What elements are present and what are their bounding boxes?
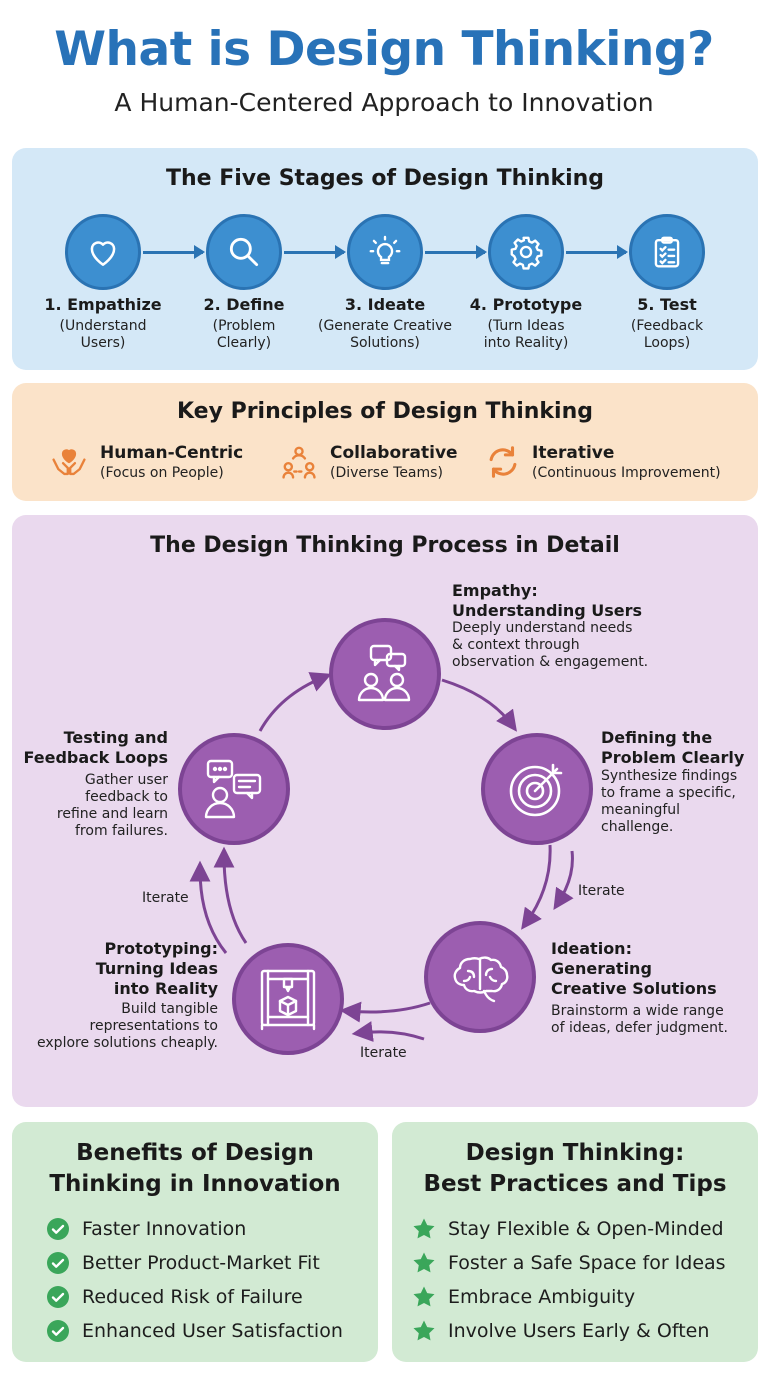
stage-2-name: 2. Define (203, 295, 285, 314)
ideation-circle (424, 921, 536, 1033)
principle-2-name: Collaborative (330, 443, 458, 463)
list-item: Stay Flexible & Open-Minded (412, 1214, 724, 1244)
cycle-arrows (189, 672, 574, 1042)
check-circle-icon (47, 1218, 69, 1240)
stage-1-circle (65, 214, 141, 290)
best-practices-panel: Design Thinking:Best Practices and Tips … (392, 1122, 758, 1362)
stage-arrow (425, 245, 487, 259)
key-principles-heading: Key Principles of Design Thinking (177, 399, 593, 424)
five-stages-panel: The Five Stages of Design Thinking 1. Em… (12, 148, 758, 370)
list-item: Enhanced User Satisfaction (46, 1316, 343, 1346)
principle-1-desc: (Focus on People) (100, 465, 224, 481)
stage-arrow (143, 245, 205, 259)
check-circle-icon (47, 1252, 69, 1274)
define-circle (481, 733, 593, 845)
stage-3-name: 3. Ideate (344, 295, 426, 314)
star-icon (413, 1320, 435, 1341)
principle-1-name: Human-Centric (100, 443, 244, 463)
iterate-arrow (553, 850, 574, 911)
iterate-arrow (189, 860, 228, 954)
arrow-empathy-to-define (441, 678, 517, 732)
heart-icon (90, 241, 116, 266)
principle-2-desc: (Diverse Teams) (330, 465, 443, 481)
best-practices-heading: Design Thinking:Best Practices and Tips (423, 1140, 727, 1197)
list-item: Faster Innovation (46, 1214, 246, 1244)
brain-icon (453, 956, 509, 1003)
list-item: Reduced Risk of Failure (46, 1282, 303, 1312)
arrow-ideation-to-prototyping (339, 1001, 431, 1023)
list-item: Foster a Safe Space for Ideas (412, 1248, 726, 1278)
3d-printer-icon (260, 969, 316, 1031)
empathy-circle (329, 618, 441, 730)
check-circle-icon (47, 1320, 69, 1342)
key-principles-panel: Key Principles of Design Thinking Human-… (12, 383, 758, 501)
stage-3-circle (347, 214, 423, 290)
star-icon (413, 1218, 435, 1239)
arrow-define-to-ideation (521, 844, 552, 930)
iterate-arrow (351, 1021, 425, 1042)
stage-arrow (284, 245, 346, 259)
lightbulb-icon (369, 235, 401, 265)
list-item: Better Product-Market Fit (46, 1248, 320, 1278)
list-item: Involve Users Early & Often (412, 1316, 709, 1346)
iterate-label: Iterate (360, 1045, 407, 1061)
stage-1-name: 1. Empathize (44, 295, 162, 314)
prototyping-circle (232, 943, 344, 1055)
testing-circle (178, 733, 290, 845)
stage-2-circle (206, 214, 282, 290)
magnifier-icon (229, 237, 259, 267)
principle-3-desc: (Continuous Improvement) (532, 465, 721, 481)
empathy-title: Empathy:Understanding Users (452, 581, 643, 620)
process-heading: The Design Thinking Process in Detail (150, 533, 620, 558)
stage-4-name: 4. Prototype (469, 295, 583, 314)
team-icon (282, 446, 316, 479)
star-icon (413, 1252, 435, 1273)
heart-hands-icon (52, 449, 86, 476)
users-chat-icon (357, 644, 411, 702)
gear-icon (510, 236, 543, 270)
principle-3-name: Iterative (532, 443, 615, 463)
iterate-label: Iterate (142, 890, 189, 906)
arrow-prototyping-to-testing (213, 846, 248, 944)
process-detail-panel: The Design Thinking Process in Detail (12, 515, 758, 1107)
stage-arrow (566, 245, 628, 259)
iterate-label: Iterate (578, 883, 625, 899)
stage-5-circle (629, 214, 705, 290)
cycle-arrows-icon (489, 446, 517, 478)
star-icon (413, 1286, 435, 1307)
target-icon (509, 763, 563, 817)
arrow-testing-to-empathy (258, 672, 332, 732)
empathy-desc: Deeply understand needs& context through… (452, 620, 649, 670)
stage-5-name: 5. Test (637, 295, 697, 314)
clipboard-icon (654, 236, 680, 268)
feedback-icon (204, 759, 262, 819)
page-title: What is Design Thinking? (54, 22, 714, 77)
stage-4-circle (488, 214, 564, 290)
page-subtitle: A Human-Centered Approach to Innovation (114, 88, 654, 117)
check-circle-icon (47, 1286, 69, 1308)
five-stages-heading: The Five Stages of Design Thinking (165, 166, 605, 191)
list-item: Embrace Ambiguity (412, 1282, 635, 1312)
